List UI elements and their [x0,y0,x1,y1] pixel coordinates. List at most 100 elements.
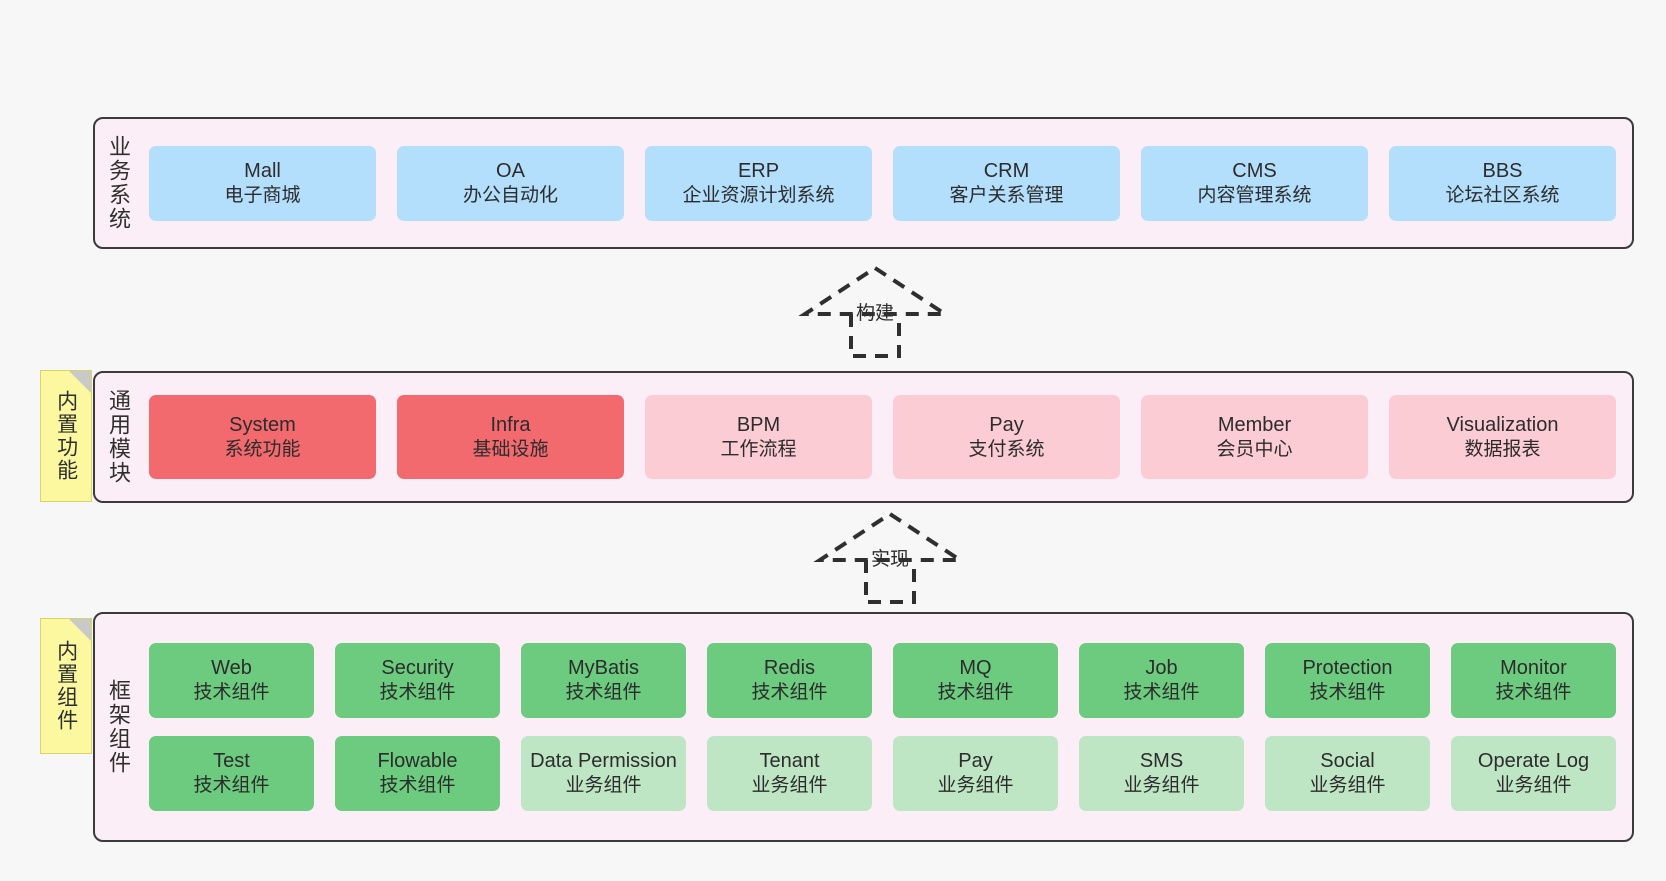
node-erp[interactable]: ERP 企业资源计划系统 [645,145,872,221]
section-title-business-systems: 业务系统 [105,135,131,231]
node-label-cn: 业务组件 [1495,775,1572,797]
tag-builtin-component: 内置组件 [40,618,92,754]
node-visualization[interactable]: Visualization 数据报表 [1389,395,1616,479]
node-label-en: Monitor [1500,657,1567,680]
node-label-en: CMS [1232,159,1277,182]
node-label-cn: 技术组件 [379,775,456,797]
node-label-en: ERP [737,159,780,182]
node-operate-log[interactable]: Operate Log 业务组件 [1451,736,1616,811]
node-label-cn: 技术组件 [1123,682,1200,704]
node-label-en: MQ [959,657,992,680]
node-label-cn: 技术组件 [1309,682,1386,704]
node-label-cn: 办公自动化 [462,184,558,206]
node-label-en: Member [1217,413,1292,436]
node-label-en: Data Permission [530,750,677,773]
connector-build: 构建 [795,262,955,358]
node-label-en: Visualization [1446,413,1559,436]
node-label-cn: 技术组件 [937,682,1014,704]
row-business-systems: Mall 电子商城 OA 办公自动化 ERP 企业资源计划系统 CRM 客户关系… [149,145,1616,221]
node-label-cn: 业务组件 [751,775,828,797]
connector-implement-arrow-icon [813,511,967,604]
node-label-en: Infra [490,413,531,436]
node-label-cn: 电子商城 [224,184,301,206]
node-protection[interactable]: Protection 技术组件 [1265,643,1430,718]
node-mq[interactable]: MQ 技术组件 [893,643,1058,718]
connector-implement-label: 实现 [870,549,910,570]
node-label-en: Social [1320,750,1375,773]
node-label-cn: 基础设施 [472,438,549,460]
tag-builtin-component-label: 内置组件 [54,640,78,732]
node-label-cn: 客户关系管理 [949,184,1064,206]
node-mall[interactable]: Mall 电子商城 [149,145,376,221]
node-label-cn: 业务组件 [1309,775,1386,797]
node-label-cn: 企业资源计划系统 [682,184,835,206]
node-label-cn: 技术组件 [1495,682,1572,704]
connector-build-arrow-icon [798,265,952,358]
section-title-common-modules: 通用模块 [105,389,131,485]
node-pay-module[interactable]: Pay 支付系统 [893,395,1120,479]
node-mybatis[interactable]: MyBatis 技术组件 [521,643,686,718]
node-test[interactable]: Test 技术组件 [149,736,314,811]
node-job[interactable]: Job 技术组件 [1079,643,1244,718]
node-label-cn: 系统功能 [224,438,301,460]
node-label-cn: 技术组件 [193,682,270,704]
node-flowable[interactable]: Flowable 技术组件 [335,736,500,811]
node-label-en: Security [381,657,454,680]
connector-build-label: 构建 [855,303,895,324]
node-label-cn: 技术组件 [565,682,642,704]
node-web[interactable]: Web 技术组件 [149,643,314,718]
node-sms[interactable]: SMS 业务组件 [1079,736,1244,811]
section-common-modules: 通用模块 System 系统功能 Infra 基础设施 BPM 工作流程 Pay… [93,371,1634,503]
node-label-en: Test [213,750,250,773]
section-body-framework-components: Web 技术组件 Security 技术组件 MyBatis 技术组件 Redi… [141,614,1632,840]
node-label-cn: 业务组件 [1123,775,1200,797]
node-label-en: Operate Log [1477,750,1590,773]
node-label-en: BBS [1482,159,1523,182]
section-title-framework-components: 框架组件 [105,679,131,775]
node-system[interactable]: System 系统功能 [149,395,376,479]
node-pay-component[interactable]: Pay 业务组件 [893,736,1058,811]
row-common-modules: System 系统功能 Infra 基础设施 BPM 工作流程 Pay 支付系统… [149,395,1616,479]
node-social[interactable]: Social 业务组件 [1265,736,1430,811]
row-framework-tech: Web 技术组件 Security 技术组件 MyBatis 技术组件 Redi… [149,643,1616,718]
node-label-cn: 业务组件 [565,775,642,797]
node-label-en: Web [211,657,252,680]
node-oa[interactable]: OA 办公自动化 [397,145,624,221]
node-label-en: Mall [244,159,281,182]
node-label-en: MyBatis [567,657,640,680]
node-member[interactable]: Member 会员中心 [1141,395,1368,479]
tag-builtin-function: 内置功能 [40,370,92,502]
node-bbs[interactable]: BBS 论坛社区系统 [1389,145,1616,221]
node-label-en: SMS [1139,750,1184,773]
node-cms[interactable]: CMS 内容管理系统 [1141,145,1368,221]
tag-builtin-function-label: 内置功能 [54,390,78,482]
node-label-cn: 内容管理系统 [1197,184,1312,206]
node-label-cn: 工作流程 [720,438,797,460]
node-label-en: CRM [983,159,1030,182]
node-label-cn: 业务组件 [937,775,1014,797]
node-label-en: Job [1145,657,1178,680]
node-label-cn: 支付系统 [968,438,1045,460]
node-redis[interactable]: Redis 技术组件 [707,643,872,718]
node-label-cn: 技术组件 [379,682,456,704]
node-label-cn: 技术组件 [751,682,828,704]
node-security[interactable]: Security 技术组件 [335,643,500,718]
node-crm[interactable]: CRM 客户关系管理 [893,145,1120,221]
node-label-en: Protection [1302,657,1393,680]
node-label-en: Redis [763,657,816,680]
node-infra[interactable]: Infra 基础设施 [397,395,624,479]
section-business-systems: 业务系统 Mall 电子商城 OA 办公自动化 ERP 企业资源计划系统 CRM… [93,117,1634,249]
node-label-en: BPM [736,413,781,436]
section-framework-components: 框架组件 Web 技术组件 Security 技术组件 MyBatis 技术组件… [93,612,1634,842]
node-label-en: System [229,413,296,436]
section-body-business-systems: Mall 电子商城 OA 办公自动化 ERP 企业资源计划系统 CRM 客户关系… [141,119,1632,247]
node-monitor[interactable]: Monitor 技术组件 [1451,643,1616,718]
node-bpm[interactable]: BPM 工作流程 [645,395,872,479]
node-tenant[interactable]: Tenant 业务组件 [707,736,872,811]
connector-implement: 实现 [810,508,970,604]
node-data-permission[interactable]: Data Permission 业务组件 [521,736,686,811]
node-label-en: Pay [989,413,1024,436]
node-label-cn: 会员中心 [1216,438,1293,460]
node-label-cn: 数据报表 [1464,438,1541,460]
